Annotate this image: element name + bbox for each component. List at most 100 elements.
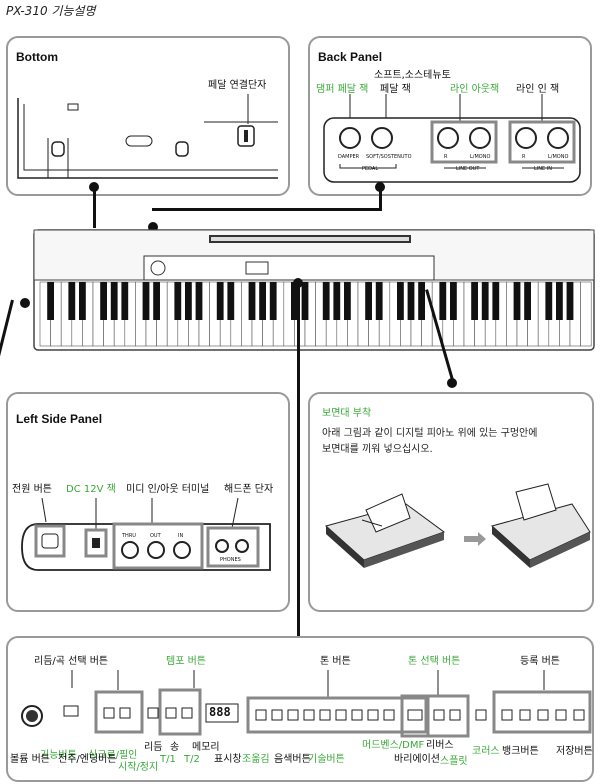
left-side-panel-title: Left Side Panel: [16, 412, 103, 426]
line-out-label: 라인 아웃잭: [450, 84, 500, 95]
black-key: [153, 282, 160, 320]
display-label: 표시창: [214, 754, 242, 765]
control-panel-illustration: [21, 670, 592, 738]
black-key: [407, 282, 415, 320]
power-button-label: 전원 버튼: [12, 484, 52, 495]
black-key: [513, 282, 521, 320]
t1-label: T/1: [160, 754, 176, 765]
black-key: [492, 282, 500, 320]
black-key: [195, 282, 203, 320]
rhythm-song-select-label: 리듬/곡 선택 버튼: [34, 656, 109, 667]
soft-jack-text: SOFT/SOSTENUTO: [366, 154, 412, 160]
left-panel-illustration: [21, 497, 271, 571]
black-key: [301, 282, 309, 320]
black-key: [110, 282, 118, 320]
black-key: [566, 282, 574, 320]
song-label: 송: [170, 742, 180, 753]
black-key: [545, 282, 553, 320]
white-key: [580, 281, 592, 347]
black-key: [174, 282, 182, 320]
music-stand-panel: 보면대 부착 아래 그림과 같이 디지털 피아노 위에 있는 구멍안에 보면대를…: [308, 392, 594, 612]
line-out-lmono-text: L/MONO: [470, 154, 491, 160]
line-out-r-text: R: [444, 154, 448, 160]
variation-label: 바리에이션: [394, 754, 440, 765]
back-callout-line-b: [152, 208, 382, 211]
tempo-button-label: 템포 버튼: [166, 656, 206, 667]
tone-select-label: 톤 선택 버튼: [408, 656, 461, 667]
bottom-callout-line: [93, 190, 96, 228]
black-key: [365, 282, 372, 320]
memory-label: 메모리: [192, 742, 220, 753]
line-in-lmono-text: L/MONO: [548, 154, 569, 160]
back-panel: Back Panel 댐퍼 페달 잭 소프트,소스테뉴토 페달 잭 라인 아웃잭…: [308, 36, 592, 196]
black-key: [333, 282, 341, 320]
bottom-callout-dot: [89, 182, 99, 192]
control-panel: 리듬/곡 선택 버튼 템포 버튼 톤 버튼 톤 선택 버튼 등록 버튼 기능버튼…: [6, 636, 594, 782]
midi-in-text: IN: [178, 533, 184, 539]
black-key: [121, 282, 129, 320]
midi-terminal-label: 미디 인/아웃 터미널: [126, 484, 210, 495]
tone-buttons-label: 음색버튼: [274, 754, 311, 765]
controls-callout-dot-top: [293, 278, 303, 288]
black-key: [450, 282, 457, 320]
tone-button-label: 톤 버튼: [320, 656, 351, 667]
bottom-panel-title: Bottom: [16, 50, 58, 64]
lcd-display: 888: [209, 705, 231, 719]
split-label: 스플릿: [440, 756, 468, 767]
volume-button-label: 볼륨 버튼: [10, 754, 50, 765]
music-stand-title: 보면대 부착: [322, 408, 372, 419]
black-key: [397, 282, 404, 320]
document-title: PX-310 기능설명: [6, 4, 96, 18]
black-key: [269, 282, 277, 320]
back-callout-line-a: [379, 190, 382, 210]
music-stand-text-2: 보면대를 끼워 넣으십시오.: [322, 444, 433, 455]
store-button-label: 저장버튼: [556, 746, 593, 757]
black-key: [322, 282, 330, 320]
black-key: [375, 282, 383, 320]
start-stop-label: 시작/정지: [118, 762, 159, 773]
back-callout-end-dot: [148, 222, 158, 232]
stand-callout-dot: [447, 378, 457, 388]
pedal-group-text: PEDAL: [362, 166, 379, 172]
black-key: [79, 282, 86, 320]
music-stand-illustration: [324, 483, 591, 568]
black-key: [524, 282, 531, 320]
black-key: [556, 282, 563, 320]
chorus-label: 코러스: [472, 746, 500, 757]
bottom-view-illustration: [17, 94, 278, 179]
black-key: [481, 282, 489, 320]
controls-callout-line: [297, 284, 300, 644]
sync-fill-label: 싱크로/필인: [88, 750, 138, 761]
piano-illustration: [33, 229, 595, 351]
intro-ending-label: 전주/엔딩버튼: [58, 754, 117, 765]
black-key: [248, 282, 256, 320]
modes-label: 머드벤스/DMF: [362, 740, 425, 751]
black-key: [142, 282, 150, 320]
line-in-group-text: LINE IN: [534, 166, 552, 172]
bottom-panel: Bottom 페달 연결단자: [6, 36, 290, 196]
damper-jack-text: DAMPER: [338, 154, 360, 160]
black-key: [259, 282, 266, 320]
black-key: [418, 282, 425, 320]
phones-text: PHONES: [220, 557, 241, 563]
line-out-group-text: LINE OUT: [456, 166, 480, 172]
black-key: [216, 282, 224, 320]
black-key: [471, 282, 478, 320]
music-stand-text-1: 아래 그림과 같이 디지털 피아노 위에 있는 구멍안에: [322, 428, 538, 439]
black-key: [291, 282, 298, 320]
back-panel-illustration: [323, 94, 581, 183]
t2-label: T/2: [184, 754, 200, 765]
black-key: [185, 282, 192, 320]
line-in-label: 라인 인 잭: [516, 84, 560, 95]
soft-sostenuto-label: 소프트,소스테뉴토: [374, 70, 451, 81]
black-key: [68, 282, 76, 320]
left-side-panel: Left Side Panel 전원 버튼 DC 12V 잭 미디 인/아웃 터…: [6, 392, 290, 612]
soft-sostenuto-label-line2: 페달 잭: [380, 84, 411, 95]
dc-jack-label: DC 12V 잭: [66, 484, 116, 495]
rhythm-label: 리듬: [144, 742, 163, 753]
tech-buttons-label: 기술버튼: [308, 754, 345, 765]
left-callout-line: [0, 299, 14, 390]
back-panel-title: Back Panel: [318, 50, 383, 64]
transpose-label: 조옮김: [242, 754, 270, 765]
damper-jack-label: 댐퍼 페달 잭: [316, 84, 369, 95]
